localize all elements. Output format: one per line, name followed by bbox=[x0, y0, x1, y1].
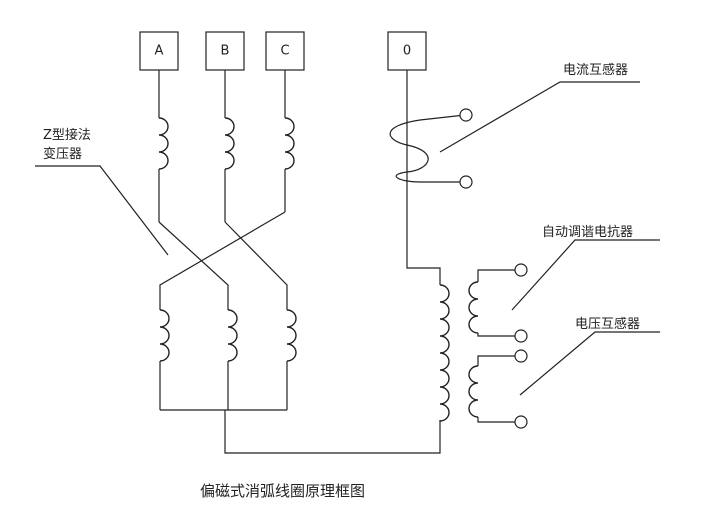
zigzag-crossovers bbox=[158, 211, 288, 310]
reactor-terminal-top bbox=[514, 263, 528, 277]
reactor-label: 自动调谐电抗器 bbox=[542, 225, 633, 240]
reactor-terminal-bottom bbox=[514, 329, 528, 343]
neutral-bus bbox=[160, 409, 441, 454]
current-transformer-loop bbox=[389, 108, 473, 189]
upper-winding-a bbox=[158, 70, 169, 222]
terminal-c-label: C bbox=[280, 44, 289, 59]
terminal-zero: 0 bbox=[387, 31, 427, 71]
diagram-caption: 偏磁式消弧线圈原理框图 bbox=[200, 482, 365, 500]
vt-terminal-bottom bbox=[514, 415, 528, 429]
voltage-transformer-label: 电压互感器 bbox=[575, 316, 640, 332]
transformer-label-line1: Z型接法 bbox=[43, 127, 91, 143]
transformer-label-line2: 变压器 bbox=[43, 146, 82, 162]
terminal-a: A bbox=[139, 31, 179, 71]
leader-lines bbox=[35, 81, 660, 396]
terminal-c: C bbox=[265, 31, 305, 71]
current-transformer-label: 电流互感器 bbox=[563, 62, 628, 78]
terminal-a-label: A bbox=[155, 44, 164, 59]
reactor-control-winding bbox=[468, 263, 528, 343]
ct-terminal-bottom bbox=[459, 175, 473, 189]
terminal-b: B bbox=[205, 31, 245, 71]
reactor-winding bbox=[439, 284, 450, 422]
upper-winding-c bbox=[284, 70, 295, 212]
upper-winding-b bbox=[224, 70, 235, 222]
lower-winding-1 bbox=[159, 309, 170, 410]
ct-terminal-top bbox=[459, 108, 473, 122]
lower-winding-2 bbox=[227, 309, 238, 410]
terminal-zero-label: 0 bbox=[403, 44, 411, 59]
voltage-transformer-winding bbox=[468, 349, 528, 429]
lower-winding-3 bbox=[286, 309, 297, 410]
terminal-b-label: B bbox=[221, 44, 230, 59]
neutral-line bbox=[406, 70, 441, 285]
vt-terminal-top bbox=[514, 349, 528, 363]
